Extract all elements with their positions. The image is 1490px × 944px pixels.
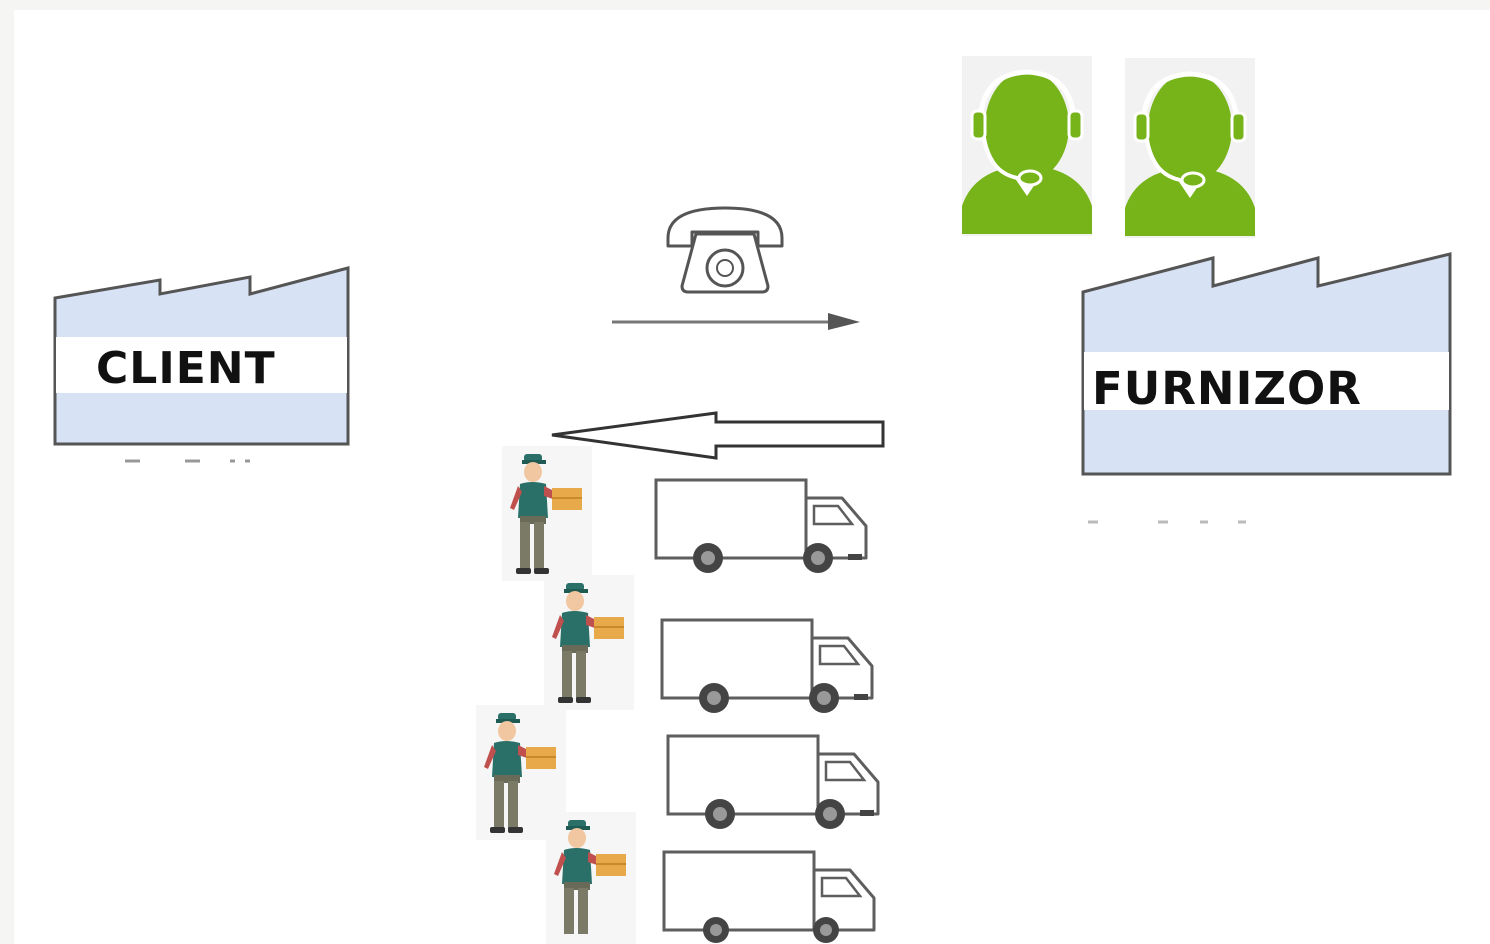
- client-factory-icon: [53, 266, 350, 463]
- support-agent-icon-2: [1125, 58, 1255, 238]
- client-label: CLIENT: [96, 343, 276, 394]
- supplier-label: FURNIZOR: [1092, 362, 1362, 415]
- supplier-factory-icon: [1081, 252, 1452, 524]
- delivery-courier-icon-2: [544, 575, 634, 710]
- delivery-truck-icon-4: [662, 850, 876, 943]
- delivery-truck-icon-3: [666, 734, 880, 829]
- delivery-courier-icon-4: [546, 812, 636, 944]
- delivery-truck-icon-1: [654, 478, 868, 573]
- delivery-truck-icon-2: [660, 618, 874, 713]
- support-agent-icon-1: [962, 56, 1092, 236]
- delivery-arrow: [551, 411, 885, 460]
- delivery-courier-icon-1: [502, 446, 592, 581]
- telephone-icon: [666, 206, 784, 294]
- order-arrow: [612, 313, 860, 330]
